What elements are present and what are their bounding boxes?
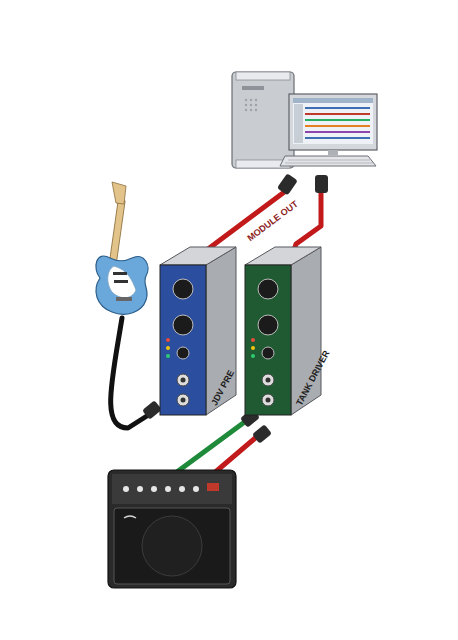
module-body [158, 245, 240, 420]
module-box: TANK DRIVER [243, 245, 325, 420]
computer [232, 72, 377, 168]
module-box: JDV PRE [158, 245, 240, 420]
guitar [96, 182, 148, 314]
cables [111, 190, 321, 480]
module-body [243, 245, 325, 420]
guitar-amp [108, 470, 236, 588]
cable-label: MODULE OUT [246, 200, 300, 244]
